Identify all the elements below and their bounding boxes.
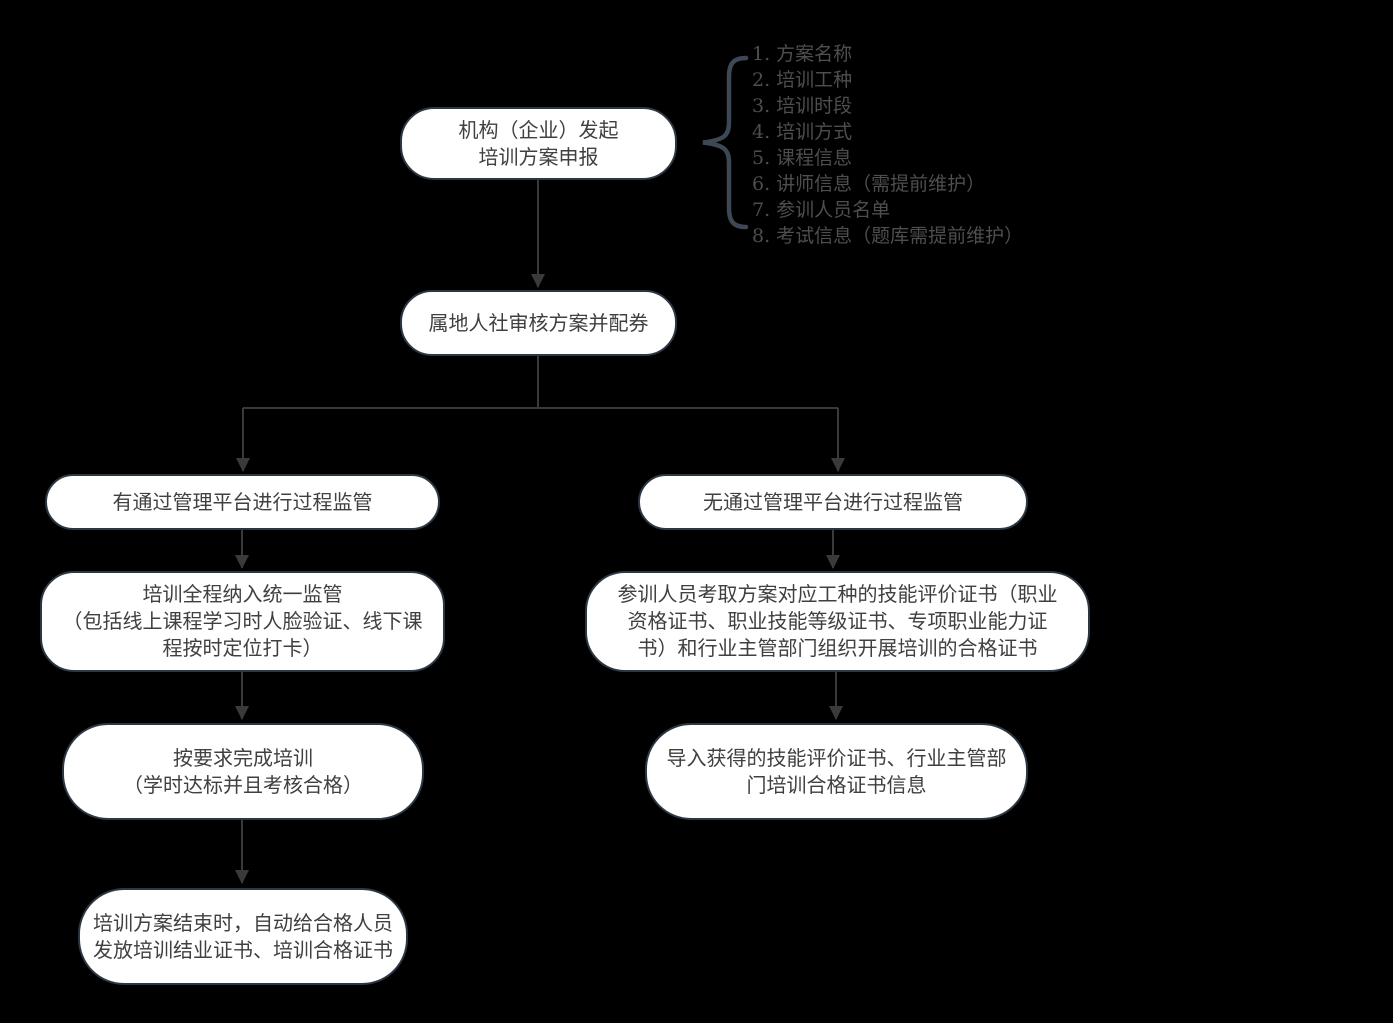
node-review: 属地人社审核方案并配券	[400, 290, 677, 356]
node-text-line: 培训方案结束时，自动给合格人员	[93, 910, 393, 935]
node-text-line: 程按时定位打卡）	[162, 636, 323, 660]
node-text-line: 机构（企业）发起	[458, 117, 619, 142]
brace-icon	[702, 55, 749, 230]
node-left-branch-1: 有通过管理平台进行过程监管	[45, 474, 440, 530]
node-text-line: 属地人社审核方案并配券	[428, 310, 649, 335]
list-item: 2. 培训工种	[752, 69, 853, 91]
node-text-line: 无通过管理平台进行过程监管	[703, 489, 963, 514]
list-item: 3. 培训时段	[752, 95, 853, 117]
node-text-line: 书）和行业主管部门组织开展培训的合格证书	[637, 636, 1038, 660]
node-text-line: 导入获得的技能评价证书、行业主管部	[666, 745, 1007, 770]
node-text-line: （包括线上课程学习时人脸验证、线下课	[62, 609, 423, 633]
node-left-branch-3: 按要求完成培训 （学时达标并且考核合格）	[62, 723, 424, 820]
list-item: 4. 培训方式	[752, 121, 853, 143]
node-text-line: 按要求完成培训	[173, 745, 313, 770]
node-text-line: （学时达标并且考核合格）	[123, 772, 363, 797]
node-right-branch-2: 参训人员考取方案对应工种的技能评价证书（职业 资格证书、职业技能等级证书、专项职…	[585, 571, 1090, 672]
node-text-line: 门培训合格证书信息	[746, 772, 927, 797]
list-item: 7. 参训人员名单	[752, 199, 891, 221]
node-text-line: 培训全程纳入统一监管	[142, 582, 343, 606]
scheme-fields-list: 1. 方案名称 2. 培训工种 3. 培训时段 4. 培训方式 5. 课程信息 …	[752, 41, 1023, 249]
node-text-line: 参训人员考取方案对应工种的技能评价证书（职业	[617, 582, 1058, 606]
node-text-line: 资格证书、职业技能等级证书、专项职业能力证	[627, 609, 1048, 633]
list-item: 6. 讲师信息（需提前维护）	[752, 173, 986, 195]
list-item: 1. 方案名称	[752, 43, 853, 65]
node-text-line: 有通过管理平台进行过程监管	[112, 489, 373, 514]
node-right-branch-3: 导入获得的技能评价证书、行业主管部 门培训合格证书信息	[645, 723, 1028, 820]
node-left-branch-2: 培训全程纳入统一监管 （包括线上课程学习时人脸验证、线下课 程按时定位打卡）	[40, 571, 445, 672]
node-text-line: 发放培训结业证书、培训合格证书	[93, 937, 393, 962]
list-item: 8. 考试信息（题库需提前维护）	[752, 225, 1024, 247]
list-item: 5. 课程信息	[752, 147, 853, 169]
node-text-line: 培训方案申报	[478, 144, 599, 169]
node-left-branch-4: 培训方案结束时，自动给合格人员 发放培训结业证书、培训合格证书	[78, 888, 408, 985]
node-right-branch-1: 无通过管理平台进行过程监管	[638, 474, 1028, 530]
node-start: 机构（企业）发起 培训方案申报	[400, 107, 677, 180]
